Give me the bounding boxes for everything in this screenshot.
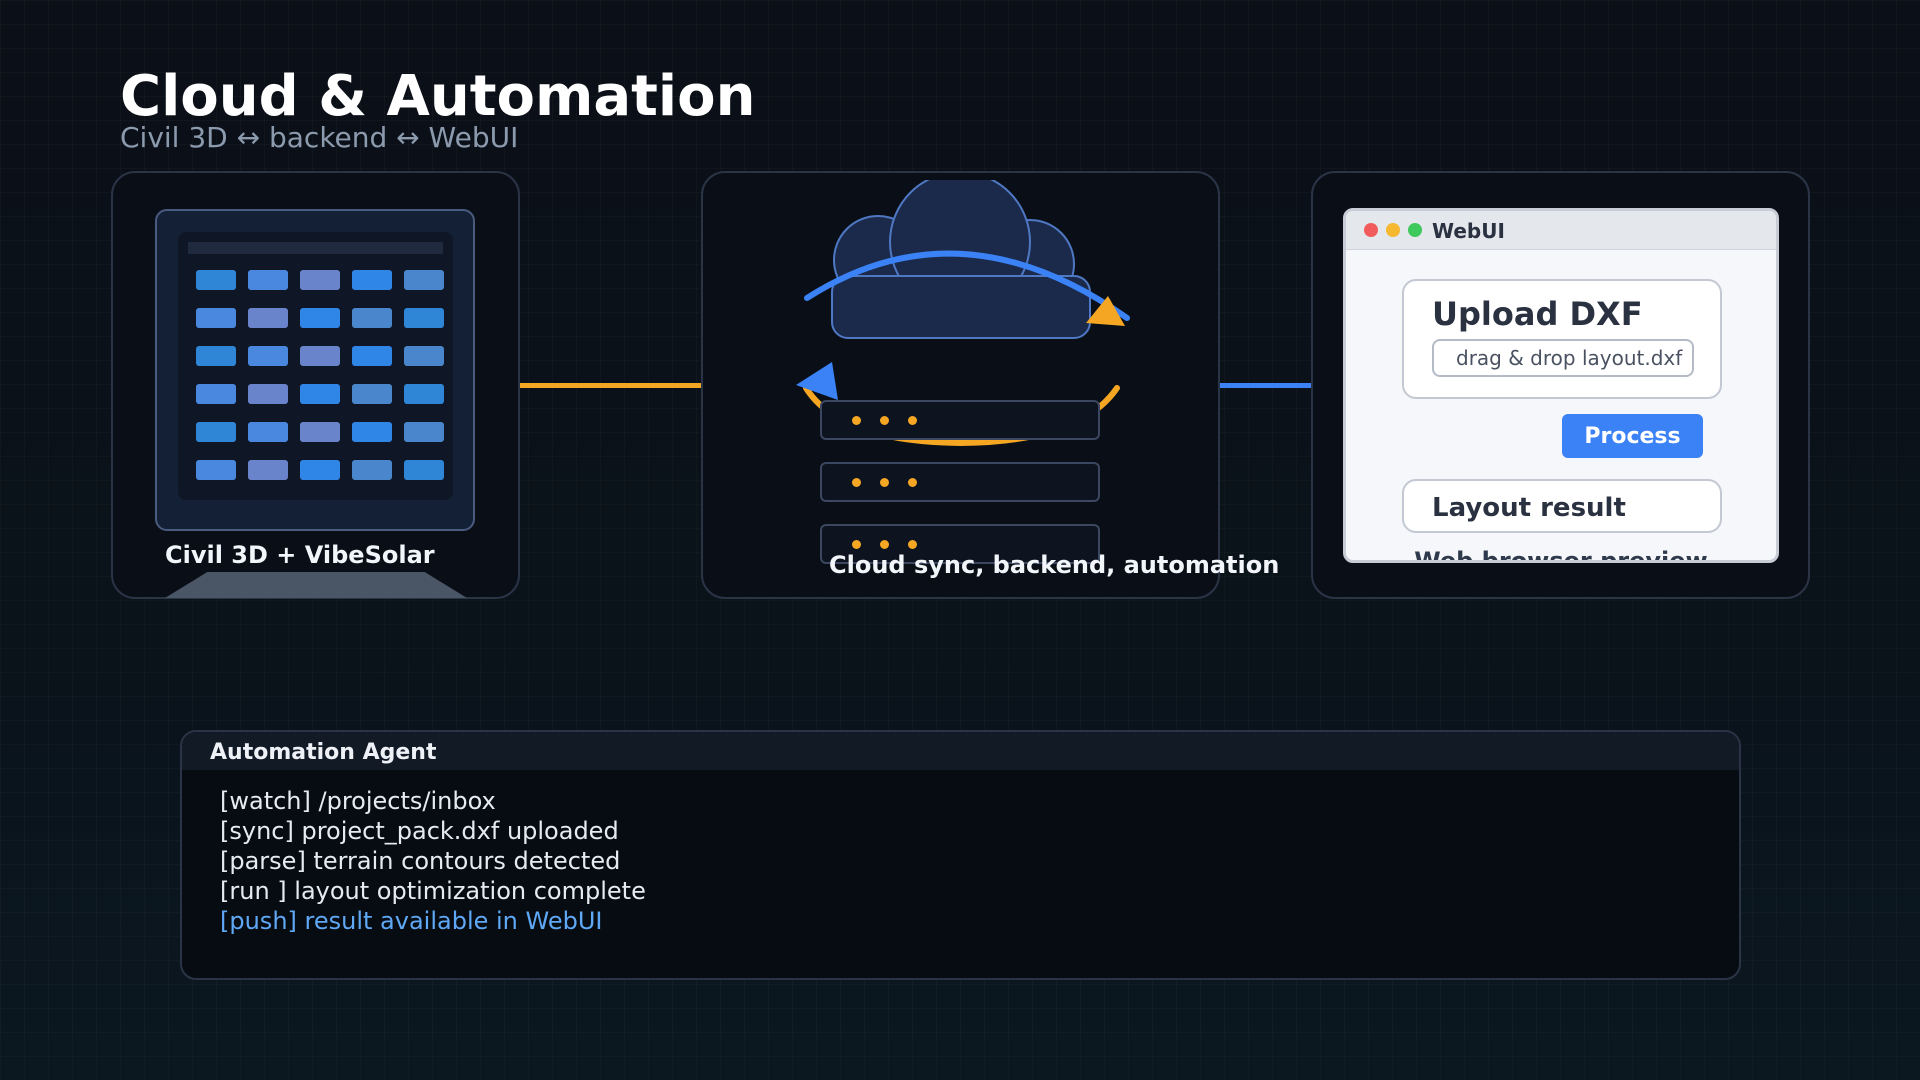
solar-tile [404, 422, 444, 442]
server-rack-2 [820, 462, 1100, 502]
automation-agent-terminal: Automation Agent [watch] /projects/inbox… [180, 730, 1741, 980]
solar-tile [248, 270, 288, 290]
layout-result-card[interactable]: Layout result [1402, 479, 1722, 533]
server-rack-3 [820, 524, 1100, 564]
server-led [852, 416, 861, 425]
solar-tile [352, 422, 392, 442]
server-rack-1 [820, 400, 1100, 440]
process-button[interactable]: Process [1562, 414, 1703, 458]
browser-window-icon: WebUI Upload DXF drag & drop layout.dxf … [1343, 208, 1779, 563]
screen-toolbar [188, 242, 443, 254]
server-led [880, 540, 889, 549]
cloud-label: Cloud sync, backend, automation [829, 551, 1280, 579]
maximize-dot-icon [1408, 223, 1422, 237]
solar-tile [300, 270, 340, 290]
solar-tile [196, 422, 236, 442]
solar-tile [300, 308, 340, 328]
server-led [908, 478, 917, 487]
layout-result-label: Layout result [1432, 493, 1626, 523]
upload-card: Upload DXF drag & drop layout.dxf [1402, 279, 1722, 399]
solar-tile [352, 270, 392, 290]
server-led [852, 478, 861, 487]
solar-tile [248, 384, 288, 404]
solar-tile [404, 346, 444, 366]
server-led [908, 540, 917, 549]
solar-tile [196, 308, 236, 328]
minimize-dot-icon [1386, 223, 1400, 237]
solar-tile [248, 346, 288, 366]
solar-tile [300, 422, 340, 442]
log-line: [parse] terrain contours detected [220, 847, 621, 875]
solar-tile [352, 460, 392, 480]
solar-tile [404, 308, 444, 328]
solar-tile [196, 346, 236, 366]
solar-tile [352, 384, 392, 404]
log-line: [run ] layout optimization complete [220, 877, 646, 905]
browser-title-bar: WebUI [1346, 211, 1776, 250]
page-subtitle: Civil 3D ↔ backend ↔ WebUI [120, 121, 519, 154]
solar-tile [196, 270, 236, 290]
civil3d-label: Civil 3D + VibeSolar [165, 541, 435, 569]
upload-title: Upload DXF [1432, 295, 1643, 333]
server-led [908, 416, 917, 425]
dxf-upload-dropzone[interactable]: drag & drop layout.dxf [1432, 339, 1694, 377]
page-title: Cloud & Automation [120, 64, 756, 129]
solar-tile [352, 308, 392, 328]
solar-tile [404, 384, 444, 404]
terminal-log: [watch] /projects/inbox [sync] project_p… [220, 786, 646, 936]
server-led [852, 540, 861, 549]
solar-tile [248, 422, 288, 442]
webui-label: Web browser preview [1414, 547, 1708, 563]
blue-connector [1219, 383, 1312, 388]
solar-tile [404, 270, 444, 290]
monitor-stand [165, 572, 467, 598]
log-line: [watch] /projects/inbox [220, 787, 496, 815]
solar-tile [196, 384, 236, 404]
solar-tile [248, 460, 288, 480]
terminal-header: Automation Agent [182, 732, 1739, 770]
log-line: [sync] project_pack.dxf uploaded [220, 817, 619, 845]
terminal-title: Automation Agent [210, 740, 437, 765]
server-led [880, 416, 889, 425]
close-dot-icon [1364, 223, 1378, 237]
solar-tile [300, 460, 340, 480]
solar-tile [352, 346, 392, 366]
log-line-highlight: [push] result available in WebUI [220, 907, 603, 935]
solar-tile [404, 460, 444, 480]
orange-connector [520, 383, 702, 388]
server-led [880, 478, 889, 487]
browser-title: WebUI [1432, 219, 1505, 243]
solar-tile [300, 384, 340, 404]
solar-tile [248, 308, 288, 328]
solar-tile [300, 346, 340, 366]
solar-tile [196, 460, 236, 480]
